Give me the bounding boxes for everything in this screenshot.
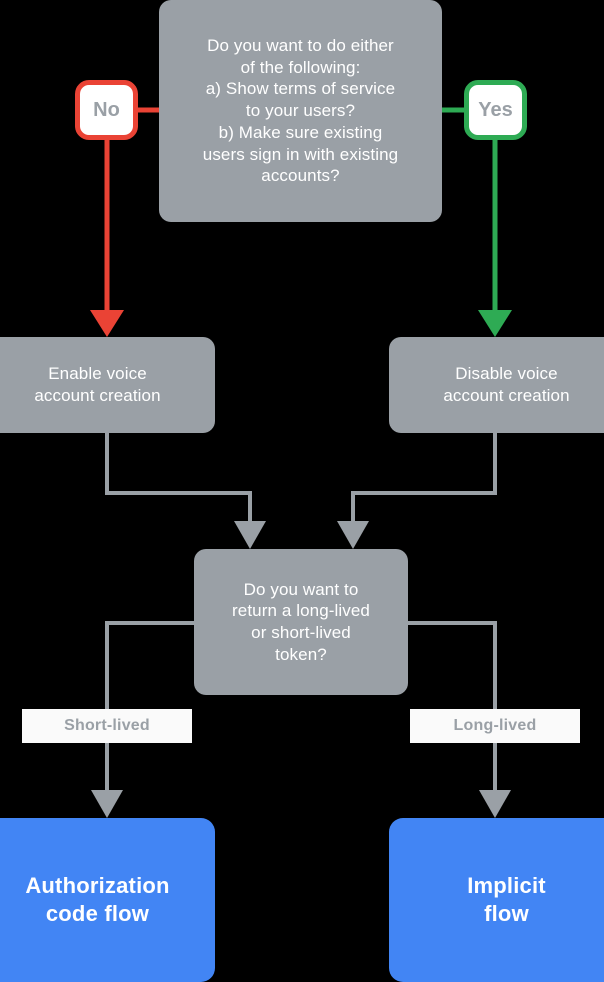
arrowhead-no-to-enable <box>90 310 124 337</box>
edge-label-short-lived: Short-lived <box>22 709 192 743</box>
decision-node-question-two[interactable]: Do you want to return a long-lived or sh… <box>194 549 408 695</box>
arrowhead-yes-to-disable <box>478 310 512 337</box>
arrowhead-disable-to-question2 <box>337 521 369 549</box>
answer-pill-yes[interactable]: Yes <box>464 80 527 140</box>
outcome-node-authorization-code-flow[interactable]: Authorization code flow <box>0 818 215 982</box>
arrowhead-question2-to-implicit-flow <box>479 790 511 818</box>
action-node-disable-voice-account-creation[interactable]: Disable voice account creation <box>389 337 604 433</box>
edge-label-long-lived: Long-lived <box>410 709 580 743</box>
action-node-enable-voice-account-creation[interactable]: Enable voice account creation <box>0 337 215 433</box>
connector-disable-to-question2 <box>351 433 497 527</box>
outcome-node-implicit-flow[interactable]: Implicit flow <box>389 818 604 982</box>
connector-enable-to-question2 <box>105 433 252 527</box>
arrowhead-enable-to-question2 <box>234 521 266 549</box>
decision-node-question-one[interactable]: Do you want to do either of the followin… <box>159 0 442 222</box>
arrowhead-question2-to-authorization-code-flow <box>91 790 123 818</box>
answer-pill-no[interactable]: No <box>75 80 138 140</box>
